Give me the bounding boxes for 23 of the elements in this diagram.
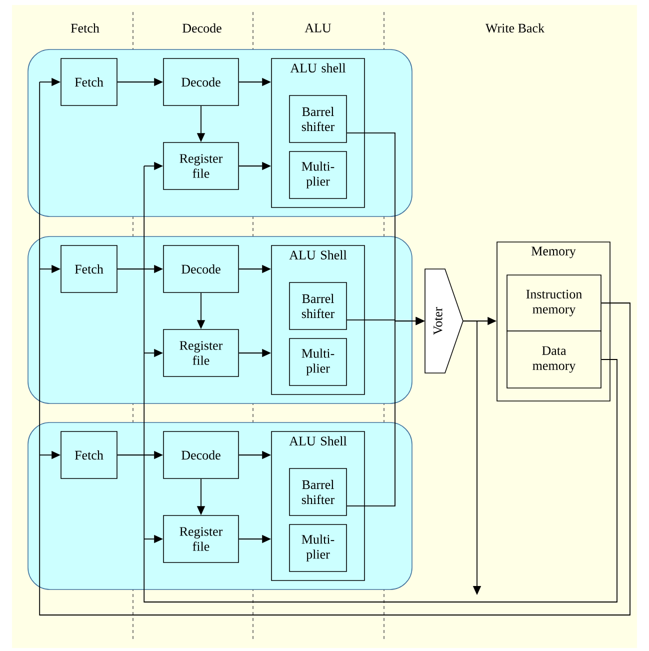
process-box: Fetch [60,245,118,293]
column-header: ALU [304,24,332,32]
process-box: Barrel shifter [289,95,347,143]
process-box: Multi- plier [289,524,347,572]
process-box: Multi- plier [289,151,347,199]
column-header: Decode [182,23,222,33]
process-box: Multi- plier [289,338,347,386]
process-box: Register file [163,142,239,190]
connector-line [39,82,630,616]
process-box: Fetch [60,431,118,479]
column-header: Write Back [486,23,545,33]
column-header: Fetch [70,23,100,33]
process-box: Register file [163,515,239,563]
process-box: Decode [163,431,239,479]
process-box: Register file [163,329,239,377]
memory-box: Data memory [506,330,602,388]
process-box: Decode [163,245,239,293]
memory-box: Instruction memory [506,274,602,332]
process-box: Fetch [60,58,118,106]
connector-line [144,166,618,602]
process-box: Barrel shifter [289,282,347,330]
process-box: Decode [163,58,239,106]
process-box: Barrel shifter [289,468,347,516]
